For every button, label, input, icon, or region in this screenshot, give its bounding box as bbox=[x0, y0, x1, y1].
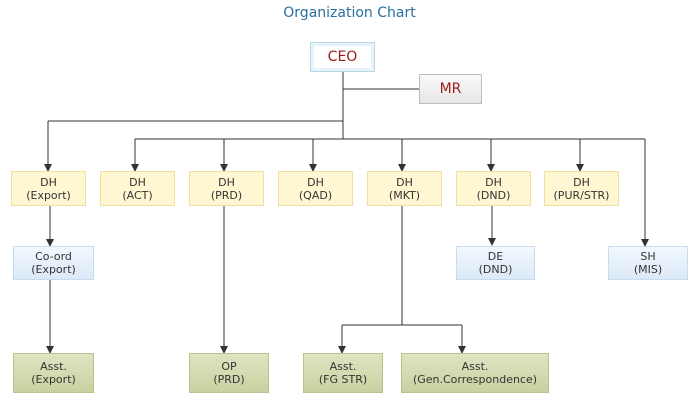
node-asst-gen-corr: Asst. (Gen.Correspondence) bbox=[401, 353, 549, 393]
node-sublabel: (MIS) bbox=[633, 263, 663, 276]
node-de-dnd: DE (DND) bbox=[456, 246, 535, 280]
node-label: DH bbox=[218, 175, 235, 189]
node-label: DH bbox=[40, 175, 57, 189]
node-asst-export: Asst. (Export) bbox=[13, 353, 94, 393]
chart-title: Organization Chart bbox=[283, 5, 416, 21]
node-sublabel: (Export) bbox=[31, 373, 76, 386]
node-label: DE bbox=[487, 250, 504, 263]
node-mr: MR bbox=[419, 74, 482, 104]
node-ceo-label: CEO bbox=[327, 48, 358, 65]
node-label: SH bbox=[640, 250, 656, 263]
node-dh-act: DH (ACT) bbox=[100, 171, 175, 206]
node-label: Asst. bbox=[329, 360, 357, 373]
node-dh-qad: DH (QAD) bbox=[278, 171, 353, 206]
node-sublabel: (QAD) bbox=[298, 188, 333, 202]
node-label: DH bbox=[573, 175, 590, 189]
node-label: Asst. bbox=[40, 360, 67, 373]
node-dh-prd: DH (PRD) bbox=[189, 171, 264, 206]
node-dh-dnd: DH (DND) bbox=[456, 171, 531, 206]
node-sublabel: (Export) bbox=[31, 263, 76, 276]
node-dh-pur-str: DH (PUR/STR) bbox=[544, 171, 619, 206]
node-op-prd: OP (PRD) bbox=[189, 353, 269, 393]
node-dh-export: DH (Export) bbox=[11, 171, 86, 206]
node-sublabel: (DND) bbox=[478, 263, 513, 276]
node-label: Asst. bbox=[461, 360, 489, 373]
node-label: DH bbox=[485, 175, 502, 189]
node-label: DH bbox=[307, 175, 324, 189]
node-dh-mkt: DH (MKT) bbox=[367, 171, 442, 206]
node-sublabel: (ACT) bbox=[122, 188, 153, 202]
node-label: OP bbox=[221, 360, 237, 373]
node-sublabel: (DND) bbox=[476, 188, 511, 202]
node-sublabel: (PRD) bbox=[213, 373, 245, 386]
node-label: Co-ord bbox=[35, 250, 72, 263]
node-sublabel: (FG STR) bbox=[318, 373, 368, 386]
node-label: DH bbox=[129, 175, 146, 189]
node-label: DH bbox=[396, 175, 413, 189]
node-sublabel: (MKT) bbox=[388, 188, 421, 202]
node-sh-mis: SH (MIS) bbox=[608, 246, 688, 280]
node-asst-fg-str: Asst. (FG STR) bbox=[303, 353, 383, 393]
node-sublabel: (PRD) bbox=[210, 188, 243, 202]
node-coord-export: Co-ord (Export) bbox=[13, 246, 94, 280]
node-sublabel: (Export) bbox=[26, 188, 71, 202]
node-sublabel: (Gen.Correspondence) bbox=[412, 373, 538, 386]
node-mr-label: MR bbox=[439, 80, 462, 97]
node-sublabel: (PUR/STR) bbox=[553, 188, 610, 202]
node-ceo: CEO bbox=[310, 42, 375, 72]
